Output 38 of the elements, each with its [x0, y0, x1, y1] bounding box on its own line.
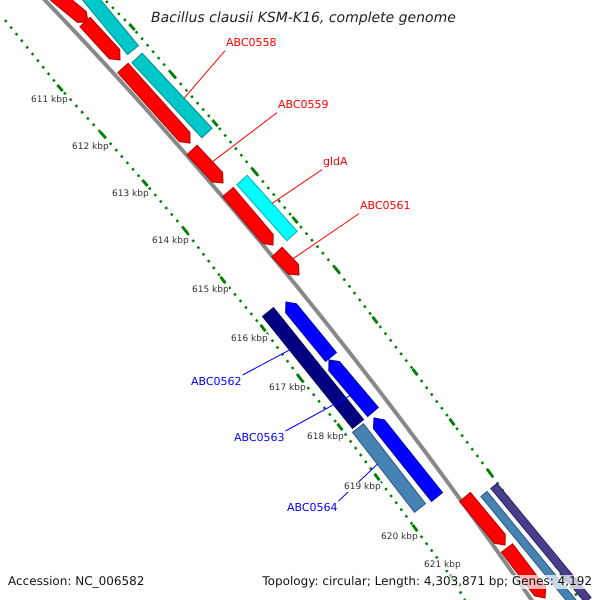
tick-label: 612 kbp: [72, 142, 109, 152]
title: Bacillus clausii KSM-K16, complete genome: [151, 10, 456, 26]
leader-line: [272, 169, 322, 204]
tick-label: 618 kbp: [307, 432, 344, 442]
gene-label: ABC0558: [226, 37, 277, 50]
tick-label: 620 kbp: [381, 532, 418, 542]
tick-label: 616 kbp: [231, 334, 268, 344]
gene-label: ABC0563: [234, 432, 285, 445]
gene-feature: [271, 246, 300, 276]
tick-label: 619 kbp: [344, 482, 381, 492]
leader-line: [292, 213, 360, 260]
tick-label: 614 kbp: [152, 236, 189, 246]
leader-line: [184, 50, 226, 99]
leader-line: [285, 395, 351, 432]
gene-bar: [236, 174, 298, 242]
gene-feature: [222, 186, 274, 246]
gene-feature: [117, 62, 190, 144]
gene-feature: [328, 359, 379, 418]
gene-feature: [79, 16, 121, 61]
tick-label: 617 kbp: [269, 383, 306, 394]
gene-label: ABC0559: [278, 99, 329, 112]
gene-label: ABC0562: [191, 376, 242, 389]
tick-label: 613 kbp: [112, 189, 149, 200]
gene-feature: [186, 144, 224, 184]
leader-line: [242, 349, 290, 376]
gene-bar: [131, 52, 213, 138]
leader-line: [212, 112, 278, 162]
gene-label: gldA: [323, 156, 348, 169]
gene-feature: [285, 301, 338, 362]
tick-label: 621 kbp: [424, 560, 461, 570]
footer-text: Accession: NC_006582: [8, 575, 144, 589]
gene-label: ABC0561: [360, 200, 411, 213]
footer-text: Topology: circular; Length: 4,303,871 bp; Genes: 4,192: [262, 575, 592, 589]
gene-feature: [50, 0, 89, 23]
gene-label: ABC0564: [287, 502, 338, 515]
gene-feature: [458, 492, 506, 546]
tick-label: 611 kbp: [31, 95, 68, 106]
tick-label: 615 kbp: [192, 285, 229, 296]
